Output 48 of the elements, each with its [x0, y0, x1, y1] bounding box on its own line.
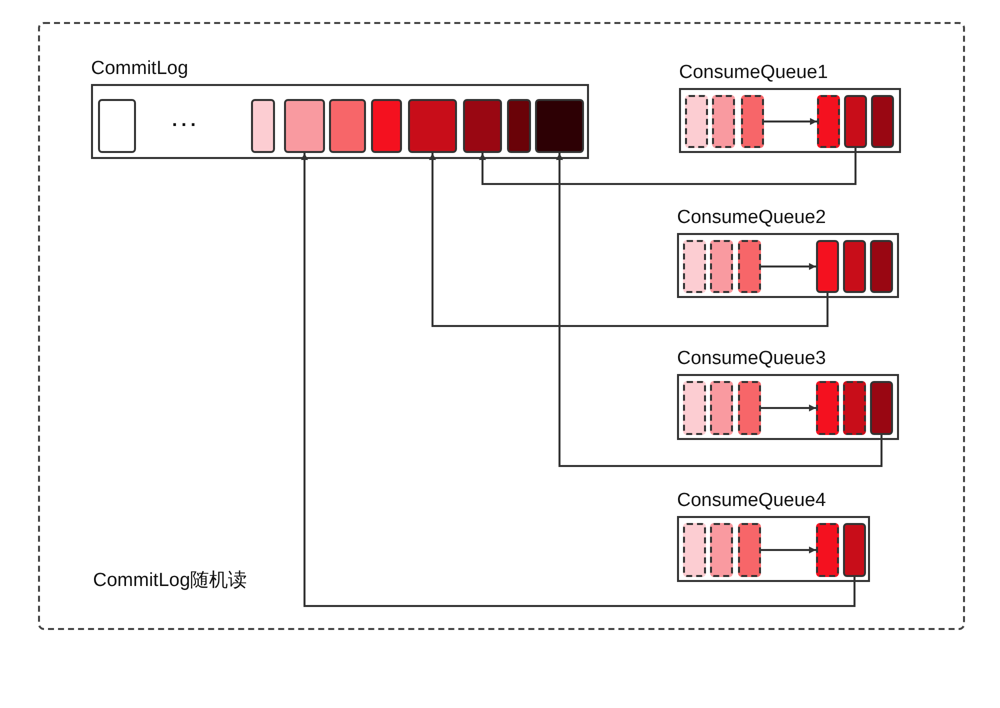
message-cell — [816, 523, 839, 577]
message-cell — [710, 240, 733, 293]
message-cell — [738, 240, 761, 293]
connector-arrow — [479, 148, 856, 185]
message-cell — [844, 95, 867, 148]
message-cell — [712, 95, 735, 148]
message-cell — [710, 381, 733, 435]
message-cell — [284, 99, 325, 153]
panel-title: CommitLog — [91, 58, 188, 80]
message-cell — [816, 381, 839, 435]
message-cell — [98, 99, 136, 153]
message-cell — [870, 240, 893, 293]
message-cell — [738, 523, 761, 577]
message-cell — [408, 99, 457, 153]
message-cell — [843, 240, 866, 293]
message-cell — [843, 381, 866, 435]
panel-title: ConsumeQueue4 — [677, 490, 826, 512]
message-cell — [329, 99, 366, 153]
caption-text: CommitLog随机读 — [93, 570, 248, 592]
message-cell — [871, 95, 894, 148]
connector-arrow — [429, 153, 828, 327]
panel-title: ConsumeQueue1 — [679, 62, 828, 84]
message-cell — [683, 240, 706, 293]
arrow — [761, 404, 816, 412]
message-cell — [738, 381, 761, 435]
ellipsis: ... — [172, 110, 200, 132]
message-cell — [683, 523, 706, 577]
message-cell — [710, 523, 733, 577]
message-cell — [685, 95, 708, 148]
connector-arrow — [556, 153, 882, 467]
message-cell — [816, 240, 839, 293]
arrow — [764, 118, 817, 125]
message-cell — [251, 99, 275, 153]
message-cell — [507, 99, 531, 153]
message-cell — [741, 95, 764, 148]
message-cell — [683, 381, 706, 435]
message-cell — [535, 99, 584, 153]
arrow — [761, 263, 816, 270]
message-cell — [870, 381, 893, 435]
connector-arrow — [301, 153, 856, 607]
arrow — [761, 546, 816, 554]
panel-title: ConsumeQueue3 — [677, 348, 826, 370]
panel-title: ConsumeQueue2 — [677, 207, 826, 229]
message-cell — [843, 523, 866, 577]
message-cell — [817, 95, 840, 148]
message-cell — [463, 99, 502, 153]
message-cell — [371, 99, 402, 153]
dashed-frame — [38, 22, 965, 630]
